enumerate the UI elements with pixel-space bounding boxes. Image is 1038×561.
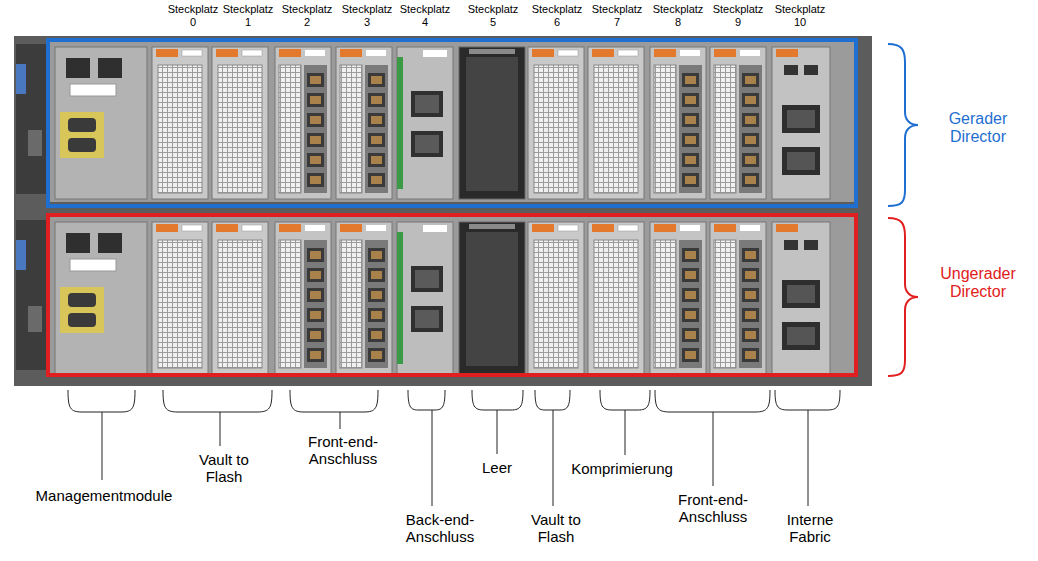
component-label: Front-end-Anschluss xyxy=(671,491,755,526)
slot-label: Steckplatz 4 xyxy=(397,3,453,28)
slot-label: Steckplatz 10 xyxy=(772,3,828,28)
slot-label: Steckplatz 3 xyxy=(339,3,395,28)
component-label: Managementmodule xyxy=(36,487,173,504)
chassis-frame xyxy=(14,36,872,386)
even-director-outline xyxy=(48,40,856,206)
slot-label: Steckplatz 8 xyxy=(650,3,706,28)
component-label: Vault to Flash xyxy=(525,511,587,546)
odd-director-hardware xyxy=(49,217,855,377)
slot-label: Steckplatz 2 xyxy=(279,3,335,28)
slot-label: Steckplatz 5 xyxy=(465,3,521,28)
slot-label: Steckplatz 0 xyxy=(165,3,221,28)
component-label: Back-end-Anschluss xyxy=(398,511,482,546)
component-label: Komprimierung xyxy=(571,460,673,477)
curly-bracket xyxy=(888,218,918,376)
component-label: Vault to Flash xyxy=(193,451,255,486)
component-label: Interne Fabric xyxy=(779,511,841,546)
slot-label: Steckplatz 9 xyxy=(710,3,766,28)
power-supplies xyxy=(16,44,46,370)
component-label: Leer xyxy=(482,459,512,476)
slot-label: Steckplatz 1 xyxy=(220,3,276,28)
director-label: Ungerader Director xyxy=(928,265,1028,302)
odd-director-outline xyxy=(48,215,856,375)
even-director-hardware xyxy=(49,42,855,202)
component-label: Front-end-Anschluss xyxy=(301,433,385,468)
curly-bracket xyxy=(888,44,918,206)
slot-label: Steckplatz 7 xyxy=(589,3,645,28)
slot-label: Steckplatz 6 xyxy=(529,3,585,28)
leader-brackets xyxy=(68,390,840,506)
director-label: Gerader Director xyxy=(928,110,1028,147)
